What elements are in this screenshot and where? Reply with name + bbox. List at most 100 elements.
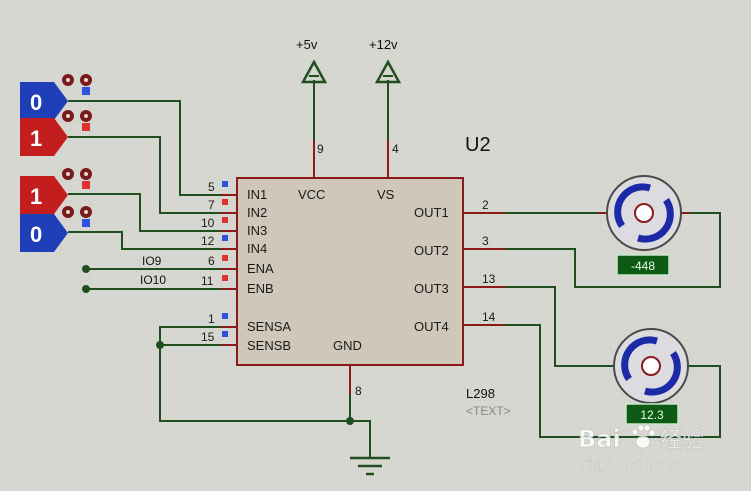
logic-state-value: 0 — [30, 90, 42, 115]
junctions — [82, 265, 354, 425]
pin-number: 7 — [208, 198, 215, 212]
chip-body — [236, 177, 464, 366]
logic-state-value: 1 — [30, 126, 42, 151]
right-pin-stubs — [463, 212, 505, 326]
pin-name: OUT2 — [414, 243, 449, 258]
logic-state-2[interactable]: 1 — [20, 176, 68, 214]
logic-state-body — [20, 82, 68, 120]
left-pin-names: IN1 IN2 IN3 IN4 ENA ENB SENSA SENSB — [247, 187, 291, 353]
watermark-brand: Bai — [578, 425, 621, 453]
pin-name: IN3 — [247, 223, 267, 238]
left-pin-stubs — [221, 194, 237, 346]
junction-gnd — [346, 417, 354, 425]
probe-icon — [62, 206, 92, 227]
pin-name: VCC — [298, 187, 325, 202]
pin-marker — [222, 199, 228, 205]
probe-icon — [62, 168, 92, 189]
chip-part: L298 — [466, 386, 495, 401]
pin-name: GND — [333, 338, 362, 353]
pin-number: 13 — [482, 272, 496, 286]
motor-1[interactable] — [598, 175, 690, 251]
pin-name: SENSA — [247, 319, 291, 334]
pin-name: OUT3 — [414, 281, 449, 296]
junction-ena — [82, 265, 90, 273]
motor-2-readout: 12.3 — [625, 403, 679, 425]
chip-l298[interactable]: U2 L298 <TEXT> 5 7 10 — [201, 134, 511, 418]
wires — [68, 80, 721, 458]
logic-state-body — [20, 214, 68, 252]
wire-gnd — [350, 420, 371, 458]
vcc-label: +5v — [296, 37, 318, 52]
pin-marker — [222, 235, 228, 241]
pin-name: OUT1 — [414, 205, 449, 220]
pin-name: OUT4 — [414, 319, 449, 334]
wire-out2 — [505, 212, 721, 288]
pin-marker — [222, 313, 228, 319]
watermark: Bai 经验 jingyan.baidu.com — [578, 424, 704, 471]
net-label-io10: IO10 — [140, 273, 166, 287]
pin-number: 1 — [208, 312, 215, 326]
wire-in4 — [68, 231, 221, 250]
junction-sense — [156, 341, 164, 349]
wire-in3 — [68, 193, 221, 232]
wire-out3 — [505, 286, 615, 367]
pin-number: 10 — [201, 216, 215, 230]
net-label-io9: IO9 — [142, 254, 162, 268]
pin-number: 6 — [208, 254, 215, 268]
wire-out4 — [505, 324, 721, 438]
logic-state-value: 1 — [30, 184, 42, 209]
vcc-terminal[interactable]: +5v — [296, 37, 328, 84]
motor-1-readout: -448 — [616, 254, 670, 276]
motor-2[interactable] — [613, 328, 689, 404]
pin-number: 14 — [482, 310, 496, 324]
pin-number: 9 — [317, 142, 324, 156]
pin-name: SENSB — [247, 338, 291, 353]
top-pin-stubs — [313, 140, 389, 178]
pin-number: 3 — [482, 234, 489, 248]
pin-name: ENB — [247, 281, 274, 296]
probe-icon — [62, 74, 92, 95]
wire-in2 — [68, 136, 221, 214]
logic-state-body — [20, 176, 68, 214]
pin-marker — [222, 275, 228, 281]
motor-shaft-icon — [634, 203, 654, 223]
pin-number: 4 — [392, 142, 399, 156]
logic-state-body — [20, 118, 68, 156]
logic-state-3[interactable]: 0 — [20, 214, 68, 252]
pin-number: 11 — [201, 274, 214, 288]
logic-state-value: 0 — [30, 222, 42, 247]
pin-marker — [222, 217, 228, 223]
chip-ref: U2 — [465, 134, 491, 156]
pin-name: IN1 — [247, 187, 267, 202]
pin-name: ENA — [247, 261, 274, 276]
ground-symbol[interactable] — [350, 456, 390, 476]
vs-label: +12v — [369, 37, 398, 52]
pin-name: IN4 — [247, 241, 267, 256]
logic-probes — [62, 74, 92, 227]
vs-terminal[interactable]: +12v — [369, 37, 402, 84]
junction-enb — [82, 285, 90, 293]
wire-in1 — [68, 100, 221, 196]
watermark-cn: 经验 — [660, 428, 704, 453]
logic-state-0[interactable]: 0 — [20, 82, 68, 120]
motor-readout-value: -448 — [631, 259, 655, 273]
pin-number: 2 — [482, 198, 489, 212]
logic-state-inputs: 0 1 1 0 — [20, 74, 92, 252]
motor-arc-icon — [643, 351, 681, 396]
pin-marker — [222, 331, 228, 337]
wire-sensa — [159, 326, 350, 422]
pin-marker — [222, 255, 228, 261]
watermark-url: jingyan.baidu.com — [582, 457, 680, 471]
pin-marker — [222, 181, 228, 187]
motor-shaft-icon — [641, 356, 661, 376]
pin-number: 5 — [208, 180, 215, 194]
pin-number: 15 — [201, 330, 215, 344]
motor-arc-icon — [614, 183, 652, 228]
left-pin-numbers: 5 7 10 12 6 11 1 15 — [201, 180, 215, 344]
logic-state-1[interactable]: 1 — [20, 118, 68, 156]
pin-name: IN2 — [247, 205, 267, 220]
probe-icon — [62, 110, 92, 131]
motor-arc-icon — [621, 336, 659, 381]
pin-number: 8 — [355, 384, 362, 398]
